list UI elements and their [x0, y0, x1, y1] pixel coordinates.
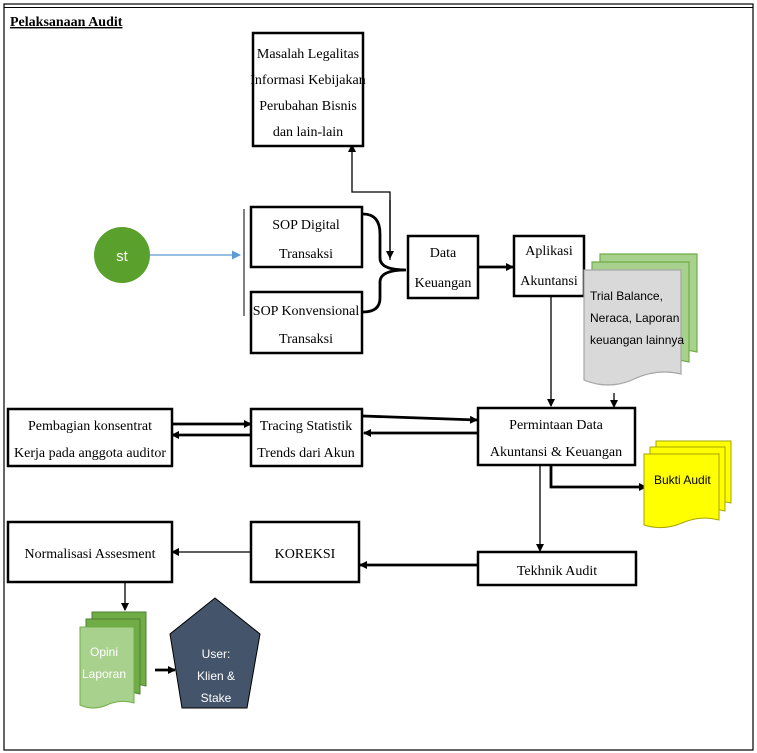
data-keuangan-line-2: Keuangan [415, 276, 472, 291]
arrow-permintaan-to-bukti [549, 466, 647, 491]
masalah-line-1: Masalah Legalitas [257, 47, 359, 62]
trial-line-2: Neraca, Laporan [590, 311, 679, 325]
box-aplikasi-akuntansi: Aplikasi Akuntansi [512, 234, 586, 298]
opini-line-2: Laporan [82, 667, 126, 681]
masalah-line-4: dan lain-lain [273, 125, 343, 140]
start-label: st [116, 248, 129, 265]
pembagian-line-2: Kerja pada anggota auditor [14, 446, 166, 461]
bukti-label: Bukti Audit [654, 473, 711, 487]
tracing-line-2: Trends dari Akun [257, 446, 355, 461]
doc-trial-balance: Trial Balance, Neraca, Laporan keuangan … [583, 253, 698, 386]
sop-digital-line-2: Transaksi [279, 247, 333, 262]
box-koreksi: KOREKSI [249, 520, 361, 584]
sop-konvensional-line-1: SOP Konvensional [253, 304, 360, 319]
box-pembagian: Pembagian konsentrat Kerja pada anggota … [6, 407, 174, 468]
box-permintaan: Permintaan Data Akuntansi & Keuangan [476, 406, 637, 467]
permintaan-line-2: Akuntansi & Keuangan [490, 445, 622, 460]
sop-brace [362, 212, 407, 314]
sop-konvensional-line-2: Transaksi [279, 332, 333, 347]
opini-line-1: Opini [90, 645, 118, 659]
box-data-keuangan: Data Keuangan [406, 234, 480, 300]
box-normalisasi: Normalisasi Assesment [6, 520, 174, 584]
tekhnik-label: Tekhnik Audit [517, 564, 597, 579]
user-line-2: Klien & [197, 669, 235, 683]
box-sop-digital: SOP Digital Transaksi [249, 205, 364, 269]
masalah-line-2: Informasi Kebijakan [250, 73, 365, 88]
trial-line-3: keuangan lainnya [590, 333, 684, 347]
page-frame [3, 3, 754, 751]
page-title: Pelaksanaan Audit [10, 15, 123, 30]
user-line-1: User: [202, 647, 231, 661]
aplikasi-line-2: Akuntansi [520, 274, 578, 289]
normalisasi-label: Normalisasi Assesment [24, 547, 155, 562]
sop-digital-line-1: SOP Digital [272, 218, 340, 233]
user-pentagon: User: Klien & Stake [169, 597, 261, 709]
arrow-tracing-to-permintaan [362, 414, 478, 424]
user-line-3: Stake [201, 691, 232, 705]
box-tekhnik: Tekhnik Audit [476, 550, 638, 587]
pembagian-line-1: Pembagian konsentrat [28, 419, 152, 434]
koreksi-label: KOREKSI [275, 547, 336, 562]
start-node: st [94, 227, 150, 283]
trial-line-1: Trial Balance, [590, 289, 663, 303]
box-tracing: Tracing Statistik Trends dari Akun [249, 407, 364, 468]
aplikasi-line-1: Aplikasi [525, 244, 573, 259]
doc-bukti-audit: Bukti Audit [643, 440, 732, 529]
masalah-line-3: Perubahan Bisnis [259, 99, 357, 114]
box-sop-konvensional: SOP Konvensional Transaksi [249, 290, 364, 355]
box-masalah: Masalah Legalitas Informasi Kebijakan Pe… [250, 31, 366, 148]
tracing-line-1: Tracing Statistik [260, 419, 352, 434]
doc-opini-laporan: Opini Laporan [79, 611, 147, 709]
data-keuangan-line-1: Data [430, 246, 457, 261]
permintaan-line-1: Permintaan Data [509, 418, 603, 433]
